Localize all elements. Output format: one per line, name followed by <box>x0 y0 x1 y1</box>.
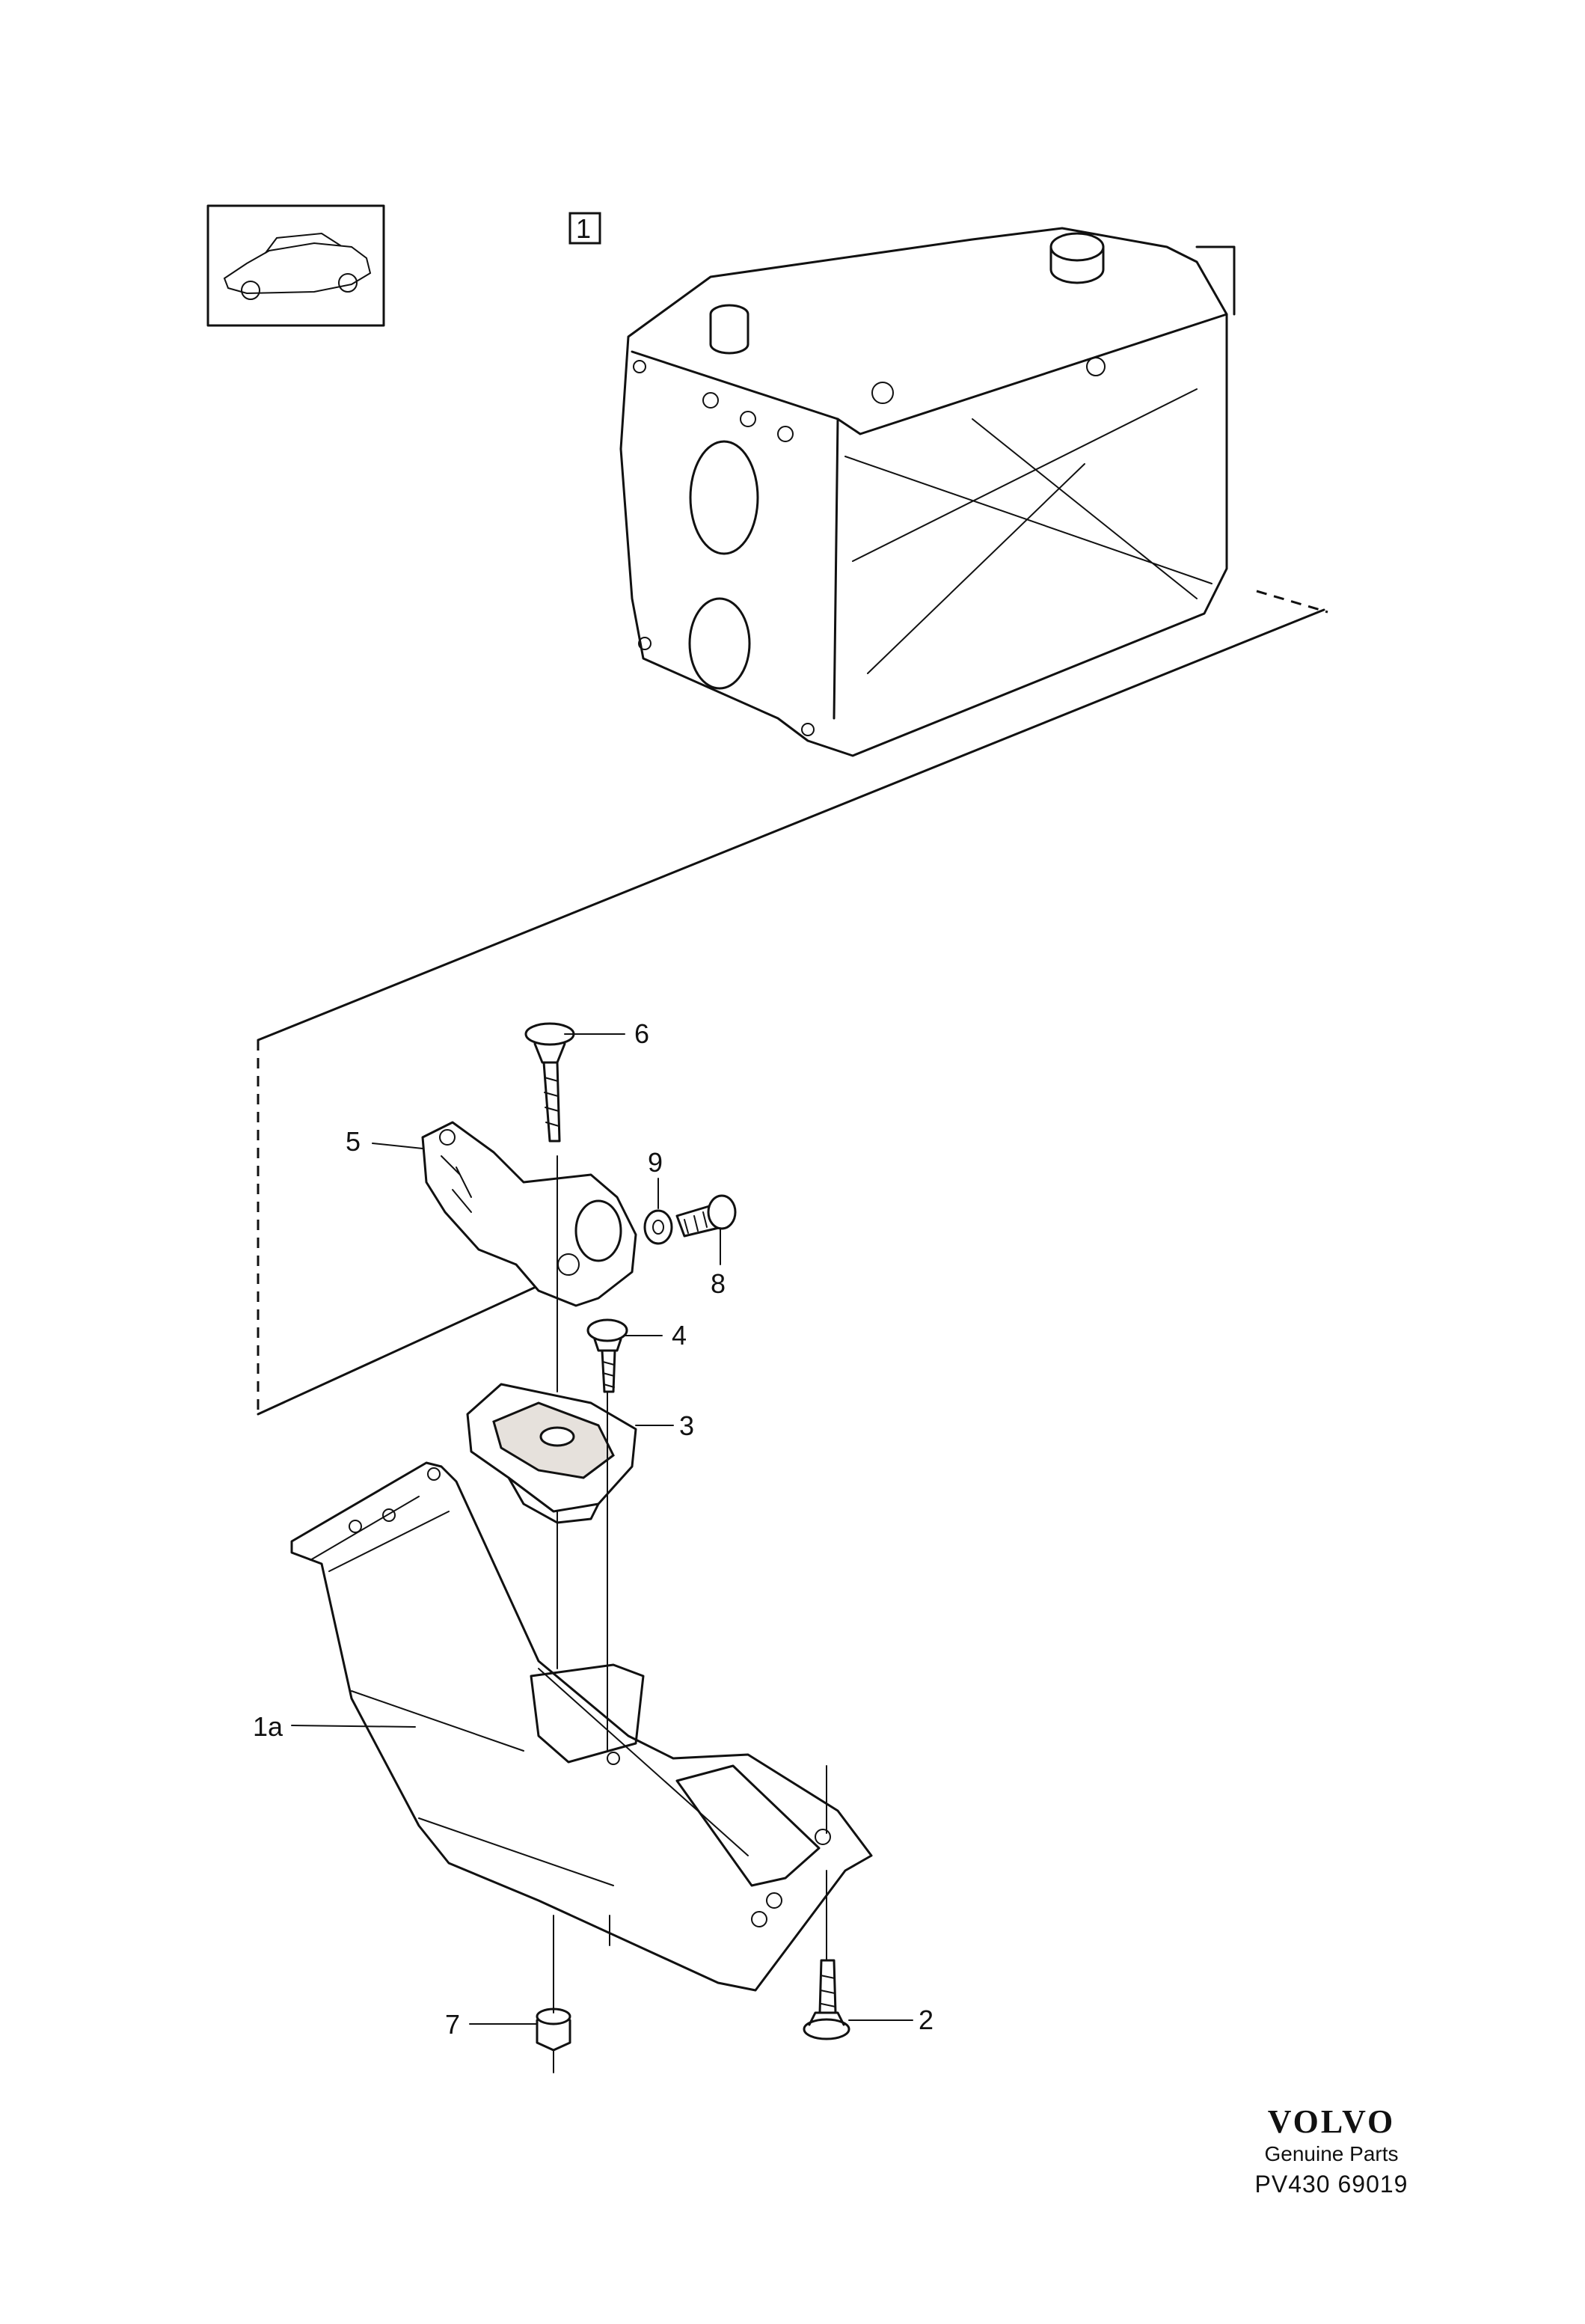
bracket-part-5 <box>421 1121 637 1307</box>
nut-part-7 <box>536 2007 571 2052</box>
callout-label-8: 8 <box>711 1268 726 1299</box>
section-marker-box <box>568 212 601 245</box>
gearbox-housing <box>619 227 1236 757</box>
callout-label-6: 6 <box>634 1018 649 1049</box>
bolt-part-2 <box>803 1959 850 2040</box>
callout-label-5: 5 <box>346 1126 361 1157</box>
bolt-part-6 <box>524 1022 575 1143</box>
bolt-part-4 <box>586 1318 628 1393</box>
callout-label-9: 9 <box>648 1147 663 1178</box>
bolt-part-8 <box>675 1194 737 1238</box>
brand-tagline: Genuine Parts <box>1264 2142 1399 2165</box>
mounting-plane-outline <box>257 1270 570 1416</box>
callout-leader-lines <box>291 1033 913 2025</box>
mounting-plane-outline <box>257 608 1325 1042</box>
callout-label-7: 7 <box>445 2009 460 2040</box>
diagram-reference: PV430 69019 <box>1254 2171 1408 2198</box>
callout-label-4: 4 <box>672 1320 687 1351</box>
section-marker-number: 1 <box>576 213 591 244</box>
brand-block: VOLVO Genuine Parts PV430 69019 <box>1219 2103 1444 2198</box>
callout-label-2: 2 <box>919 2005 933 2035</box>
volvo-logo: VOLVO <box>1267 2103 1396 2140</box>
mounting-plane-dashed-edge <box>1256 590 1328 614</box>
vehicle-thumbnail <box>206 204 385 327</box>
rubber-mount-part-3 <box>466 1383 637 1524</box>
crossmember-part-1a <box>290 1461 873 1992</box>
alignment-lines <box>553 1155 827 2073</box>
callout-label-3: 3 <box>679 1410 694 1441</box>
washer-part-9 <box>643 1209 673 1245</box>
callout-label-1a: 1a <box>253 1711 283 1742</box>
